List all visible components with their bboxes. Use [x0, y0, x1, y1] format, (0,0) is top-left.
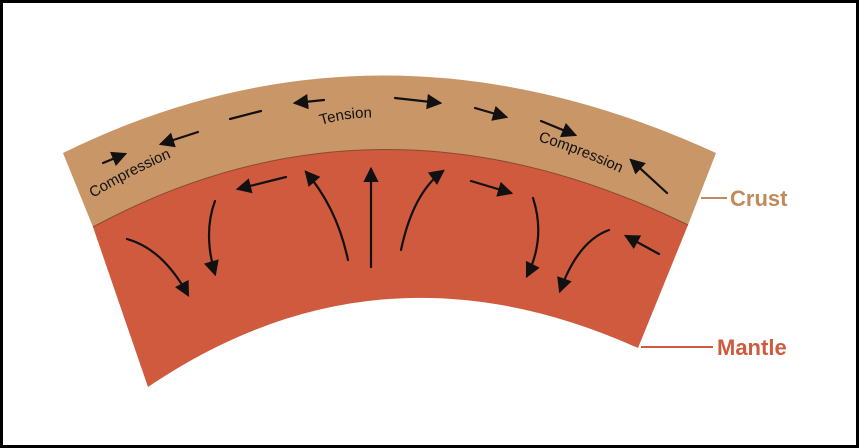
- crust-mantle-diagram: Compression Tension Compression Crust Ma…: [3, 3, 856, 445]
- crust-label: Crust: [730, 186, 788, 211]
- mantle-label: Mantle: [717, 335, 787, 360]
